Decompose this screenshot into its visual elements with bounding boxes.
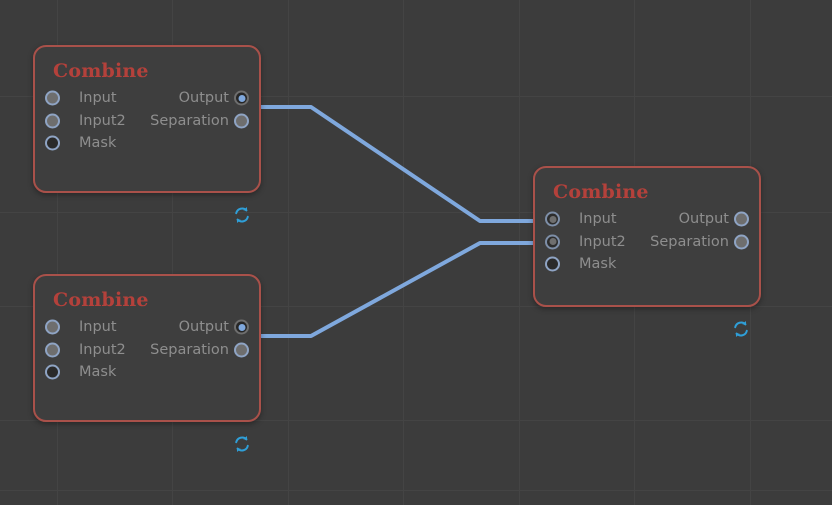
output-port-label: Output xyxy=(178,90,229,106)
port-row: Input Output xyxy=(35,87,259,109)
refresh-icon[interactable] xyxy=(731,319,751,339)
port-row: Mask xyxy=(35,132,259,154)
input-port-input2[interactable] xyxy=(545,234,560,249)
input-port-mask[interactable] xyxy=(545,256,560,272)
output-port-output[interactable] xyxy=(734,211,749,227)
input-port-mask[interactable] xyxy=(45,135,60,151)
port-row: Input2 Separation xyxy=(535,231,759,253)
input-port-label: Input2 xyxy=(79,341,126,358)
port-row: Input Output xyxy=(535,208,759,230)
port-row: Input Output xyxy=(35,316,259,338)
input-port-input2[interactable] xyxy=(45,342,60,357)
refresh-icon[interactable] xyxy=(232,205,252,225)
input-port-input[interactable] xyxy=(545,211,560,227)
port-row: Input2 Separation xyxy=(35,110,259,132)
input-port-label: Input xyxy=(79,319,117,335)
input-port-input2[interactable] xyxy=(45,113,60,128)
node-title: Combine xyxy=(53,289,149,311)
gridline-horizontal-4 xyxy=(0,490,832,491)
input-port-label: Mask xyxy=(579,256,617,272)
input-port-input[interactable] xyxy=(45,319,60,335)
gridline-vertical-4 xyxy=(519,0,520,505)
node-title: Combine xyxy=(553,181,649,203)
input-port-label: Input2 xyxy=(579,233,626,250)
output-port-separation[interactable] xyxy=(234,113,249,128)
output-port-label: Separation xyxy=(150,112,229,129)
refresh-icon[interactable] xyxy=(232,434,252,454)
input-port-label: Mask xyxy=(79,364,117,380)
port-row: Mask xyxy=(35,361,259,383)
gridline-vertical-3 xyxy=(403,0,404,505)
node-title: Combine xyxy=(53,60,149,82)
connection-wire-bottom[interactable] xyxy=(243,241,551,338)
output-port-label: Output xyxy=(678,211,729,227)
input-port-mask[interactable] xyxy=(45,364,60,380)
output-port-label: Separation xyxy=(150,341,229,358)
connection-wire-top[interactable] xyxy=(243,105,551,223)
port-row: Mask xyxy=(535,253,759,275)
input-port-input[interactable] xyxy=(45,90,60,106)
output-port-separation[interactable] xyxy=(734,234,749,249)
input-port-label: Input2 xyxy=(79,112,126,129)
gridline-vertical-2 xyxy=(288,0,289,505)
output-port-output[interactable] xyxy=(234,90,249,106)
output-port-label: Output xyxy=(178,319,229,335)
output-port-label: Separation xyxy=(650,233,729,250)
port-row: Input2 Separation xyxy=(35,339,259,361)
input-port-label: Input xyxy=(79,90,117,106)
output-port-separation[interactable] xyxy=(234,342,249,357)
input-port-label: Mask xyxy=(79,135,117,151)
input-port-label: Input xyxy=(579,211,617,227)
output-port-output[interactable] xyxy=(234,319,249,335)
